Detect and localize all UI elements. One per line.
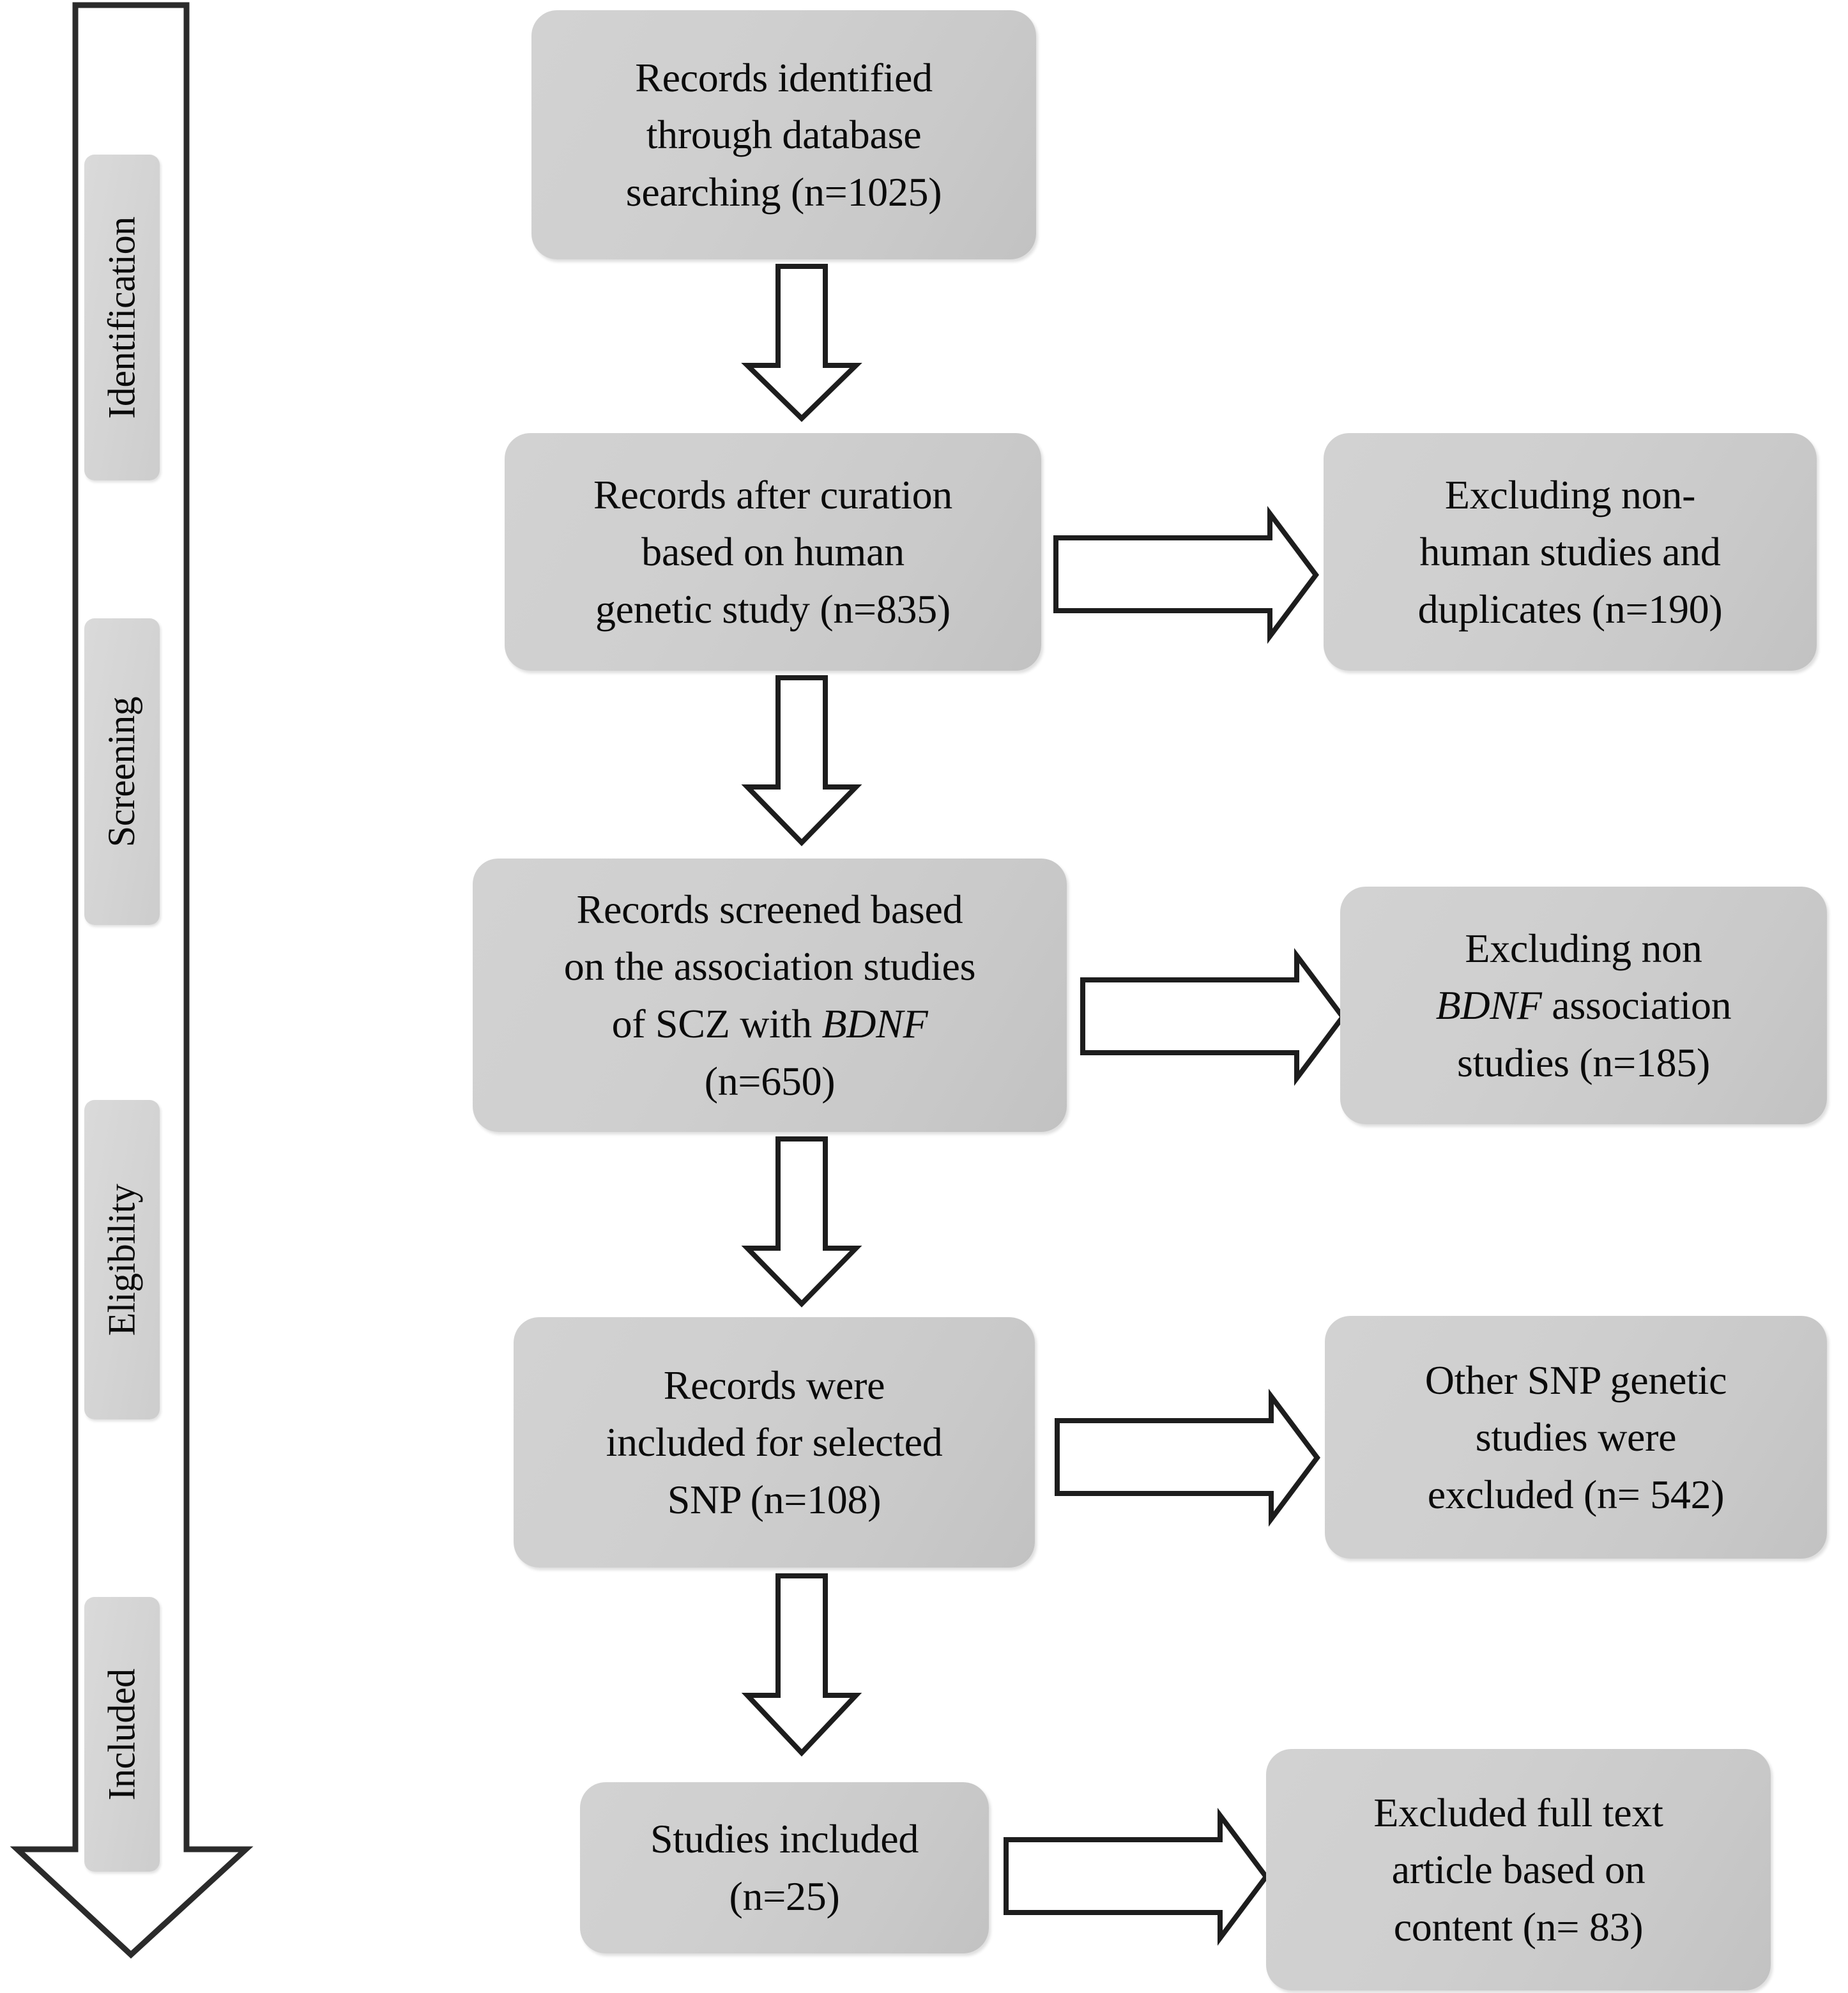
box-excluding-non-human-line3: duplicates (n=190) bbox=[1417, 586, 1723, 632]
stage-label-identification: Identification bbox=[84, 155, 160, 480]
box-excluding-non-bdnf-line3: studies (n=185) bbox=[1456, 1039, 1710, 1085]
box-excluding-other-snp: Other SNP genetic studies were excluded … bbox=[1325, 1316, 1827, 1559]
box-excluding-other-snp-line1: Other SNP genetic bbox=[1424, 1357, 1727, 1403]
box-studies-included-line1: Studies included bbox=[650, 1816, 919, 1862]
box-records-after-curation-line1: Records after curation bbox=[593, 471, 953, 517]
box-records-identified-line1: Records identified bbox=[635, 54, 933, 100]
box-excluded-full-text-line2: article based on bbox=[1391, 1847, 1646, 1893]
box-records-screened-line3-prefix: of SCZ with bbox=[611, 1001, 822, 1046]
box-excluding-non-human: Excluding non- human studies and duplica… bbox=[1324, 433, 1817, 671]
stage-label-eligibility: Eligibility bbox=[84, 1100, 160, 1419]
stage-label-eligibility-text: Eligibility bbox=[100, 1184, 143, 1336]
box-studies-included: Studies included (n=25) bbox=[580, 1782, 989, 1953]
stage-label-identification-text: Identification bbox=[100, 216, 143, 419]
box-records-after-curation-line2: based on human bbox=[641, 529, 905, 575]
box-excluding-non-bdnf: Excluding non BDNF association studies (… bbox=[1340, 887, 1827, 1124]
box-records-screened-line2: on the association studies bbox=[563, 943, 976, 989]
box-records-identified-line2: through database bbox=[646, 112, 922, 158]
box-excluding-non-bdnf-line2-suffix: association bbox=[1541, 982, 1732, 1028]
box-records-screened-gene-bdnf: BDNF bbox=[821, 1001, 928, 1046]
box-records-screened-line4: (n=650) bbox=[704, 1058, 836, 1104]
box-included-selected-snp-line2: included for selected bbox=[606, 1419, 943, 1465]
arrow-down-snp-to-studies-included bbox=[722, 1573, 882, 1758]
box-studies-included-line2: (n=25) bbox=[729, 1874, 840, 1919]
arrow-down-curation-to-screened bbox=[722, 675, 882, 847]
box-records-identified-line3: searching (n=1025) bbox=[625, 169, 942, 215]
box-records-identified: Records identified through database sear… bbox=[531, 10, 1036, 259]
box-excluded-full-text-line1: Excluded full text bbox=[1373, 1789, 1663, 1835]
box-excluding-other-snp-line2: studies were bbox=[1475, 1414, 1677, 1460]
box-excluding-other-snp-line3: excluded (n= 542) bbox=[1427, 1471, 1725, 1517]
box-excluding-non-bdnf-line1: Excluding non bbox=[1465, 925, 1702, 971]
arrow-down-screened-to-included-snp bbox=[722, 1136, 882, 1308]
stage-label-screening: Screening bbox=[84, 618, 160, 925]
box-records-screened: Records screened based on the associatio… bbox=[473, 859, 1067, 1132]
box-excluding-non-bdnf-gene-bdnf: BDNF bbox=[1435, 982, 1542, 1028]
box-included-selected-snp: Records were included for selected SNP (… bbox=[514, 1317, 1035, 1568]
box-included-selected-snp-line1: Records were bbox=[663, 1362, 885, 1408]
arrow-right-snp-to-exclude-other-snp bbox=[1054, 1387, 1322, 1528]
arrow-down-identified-to-curation bbox=[722, 263, 882, 423]
arrow-right-curation-to-exclude-nonhuman bbox=[1053, 505, 1321, 645]
box-included-selected-snp-line3: SNP (n=108) bbox=[667, 1476, 882, 1522]
box-excluded-full-text: Excluded full text article based on cont… bbox=[1266, 1749, 1771, 1990]
stage-label-included: Included bbox=[84, 1597, 160, 1872]
arrow-right-studies-to-exclude-fulltext bbox=[1003, 1806, 1271, 1947]
box-excluding-non-human-line1: Excluding non- bbox=[1444, 471, 1696, 517]
stage-rail-arrow bbox=[0, 0, 275, 1993]
stage-label-screening-text: Screening bbox=[100, 696, 143, 847]
box-records-screened-line1: Records screened based bbox=[576, 886, 963, 932]
box-excluding-non-human-line2: human studies and bbox=[1419, 529, 1721, 575]
box-records-after-curation-line3: genetic study (n=835) bbox=[595, 586, 951, 632]
stage-label-included-text: Included bbox=[100, 1668, 143, 1800]
arrow-right-screened-to-exclude-nonbdnf bbox=[1080, 947, 1348, 1087]
box-records-after-curation: Records after curation based on human ge… bbox=[505, 433, 1041, 671]
box-excluded-full-text-line3: content (n= 83) bbox=[1393, 1904, 1644, 1950]
